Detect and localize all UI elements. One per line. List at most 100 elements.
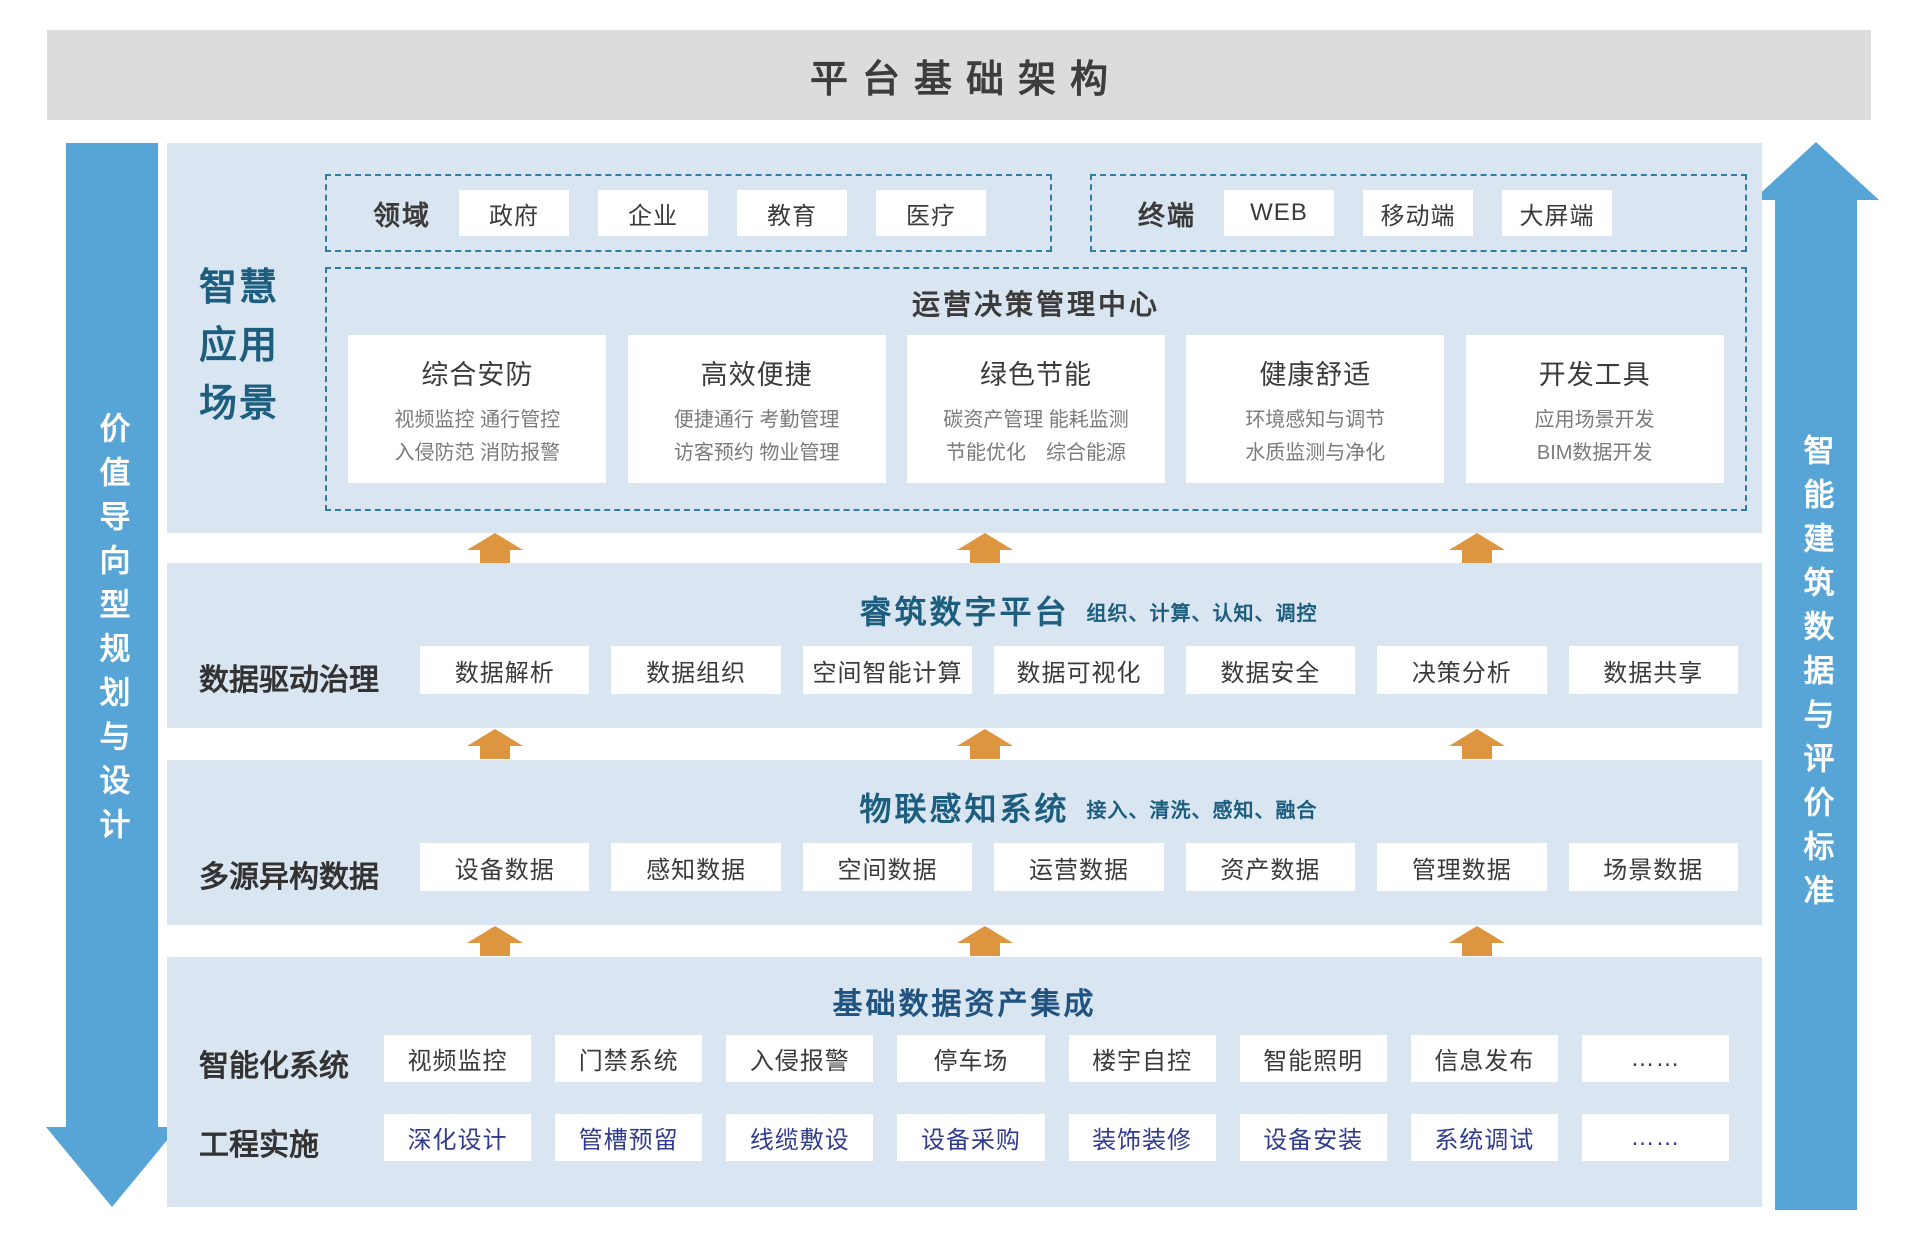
operation-decision-center-box: 运营决策管理中心 综合安防 视频监控 通行管控 入侵防范 消防报警 高效便捷 xyxy=(325,267,1747,511)
down-arrow-shaft xyxy=(66,143,158,1127)
scenario-card-list: 综合安防 视频监控 通行管控 入侵防范 消防报警 高效便捷 便捷通行 考勤管理 … xyxy=(327,335,1745,483)
scenario-card-lines: 应用场景开发 BIM数据开发 xyxy=(1466,404,1724,470)
scenario-card-line: 环境感知与调节 xyxy=(1245,409,1386,431)
scenario-card-title: 综合安防 xyxy=(421,360,534,390)
layer-multisource-data: 多源异构数据 物联感知系统 接入、清洗、感知、融合 设备数据感知数据空间数据运营… xyxy=(167,760,1762,925)
engineering-item: 设备采购 xyxy=(897,1114,1045,1161)
terminal-chip: 大屏端 xyxy=(1502,190,1612,236)
page-title: 平台基础架构 xyxy=(809,58,1122,101)
governance-item: 数据安全 xyxy=(1185,646,1356,694)
scenario-card: 高效便捷 便捷通行 考勤管理 访客预约 物业管理 xyxy=(627,335,886,483)
scenario-card-line: 便捷通行 考勤管理 xyxy=(673,409,840,431)
scenario-card-line: 访客预约 物业管理 xyxy=(673,442,840,464)
data-item: 感知数据 xyxy=(611,843,781,891)
domain-chip: 政府 xyxy=(459,190,569,236)
data-item: 空间数据 xyxy=(802,843,973,891)
terminal-group-label: 终端 xyxy=(1138,200,1196,231)
data-item: 管理数据 xyxy=(1377,843,1547,891)
building-data-standards-arrow: 智能建筑数据与评价标准 xyxy=(1753,142,1879,1210)
intelligent-system-item: 入侵报警 xyxy=(726,1035,874,1082)
right-arrow-label: 智能建筑数据与评价标准 xyxy=(1798,434,1834,918)
engineering-item: 线缆敷设 xyxy=(726,1114,874,1161)
scenario-card-title: 健康舒适 xyxy=(1259,360,1372,390)
scenario-card-lines: 视频监控 通行管控 入侵防范 消防报警 xyxy=(348,404,606,470)
scenario-card: 绿色节能 碳资产管理 能耗监测 节能优化 综合能源 xyxy=(906,335,1165,483)
up-arrow-shaft xyxy=(1775,200,1857,1210)
engineering-item: 系统调试 xyxy=(1410,1114,1558,1161)
intelligent-system-item: 信息发布 xyxy=(1410,1035,1558,1082)
layer1-side-label: 智慧 应用 场景 xyxy=(199,267,280,425)
engineering-implementation-list: 深化设计管槽预留线缆敷设设备采购装饰装修设备安装系统调试 …… xyxy=(384,1114,1729,1161)
up-arrow-head-icon xyxy=(1753,142,1879,200)
governance-item: 数据共享 xyxy=(1568,646,1738,694)
domain-group-row: 领域 政府企业教育医疗 xyxy=(327,176,1050,250)
terminal-chip: WEB xyxy=(1224,190,1334,236)
scenario-card-line: BIM数据开发 xyxy=(1536,442,1653,464)
layer3-side-label: 多源异构数据 xyxy=(199,861,379,894)
engineering-item: 管槽预留 xyxy=(555,1114,703,1161)
intelligent-system-item: 停车场 xyxy=(897,1035,1045,1082)
scenario-card-lines: 环境感知与调节 水质监测与净化 xyxy=(1186,404,1444,470)
governance-item: 决策分析 xyxy=(1377,646,1547,694)
scenario-card-line: 水质监测与净化 xyxy=(1245,442,1386,464)
layer-basic-data-integration: 基础数据资产集成 智能化系统 视频监控门禁系统入侵报警停车场楼宇自控智能照明信息… xyxy=(167,957,1762,1207)
scenario-card-line: 视频监控 通行管控 xyxy=(394,409,561,431)
domain-group-box: 领域 政府企业教育医疗 xyxy=(325,174,1052,252)
governance-item: 数据解析 xyxy=(420,646,590,694)
data-item: 资产数据 xyxy=(1185,843,1356,891)
flow-up-arrow-icon xyxy=(1449,729,1505,759)
scenario-card: 健康舒适 环境感知与调节 水质监测与净化 xyxy=(1186,335,1445,483)
layer-smart-application-scenarios: 智慧 应用 场景 领域 政府企业教育医疗 终端 WEB 移动端大屏端 运营决策管理… xyxy=(167,143,1762,533)
governance-item: 数据组织 xyxy=(611,646,781,694)
governance-item: 空间智能计算 xyxy=(802,646,973,694)
scenario-card: 综合安防 视频监控 通行管控 入侵防范 消防报警 xyxy=(348,335,607,483)
layer-data-driven-governance: 数据驱动治理 睿筑数字平台 组织、计算、认知、调控 数据解析数据组织空间智能计算… xyxy=(167,563,1762,728)
intelligent-system-item: 楼宇自控 xyxy=(1068,1035,1216,1082)
engineering-item: …… xyxy=(1581,1114,1729,1161)
terminal-chip: 移动端 xyxy=(1363,190,1473,236)
intelligent-system-item: …… xyxy=(1581,1035,1729,1082)
engineering-item: 设备安装 xyxy=(1239,1114,1387,1161)
flow-up-arrow-icon xyxy=(957,729,1013,759)
layer2-side-label: 数据驱动治理 xyxy=(199,664,379,697)
intelligent-system-item: 门禁系统 xyxy=(555,1035,703,1082)
domain-chip: 教育 xyxy=(737,190,847,236)
domain-chip: 医疗 xyxy=(876,190,986,236)
scenario-card-title: 高效便捷 xyxy=(700,360,813,390)
value-oriented-design-arrow: 价值导向型规划与设计 xyxy=(46,143,178,1207)
intelligent-system-item: 智能照明 xyxy=(1239,1035,1387,1082)
engineering-item: 装饰装修 xyxy=(1068,1114,1216,1161)
domain-chip-list: 政府企业教育医疗 xyxy=(459,190,986,236)
data-item: 设备数据 xyxy=(420,843,590,891)
data-integration-title: 基础数据资产集成 xyxy=(832,988,1097,1021)
data-item: 运营数据 xyxy=(994,843,1164,891)
terminal-chip-list: WEB 移动端大屏端 xyxy=(1224,190,1612,236)
data-item-list: 设备数据感知数据空间数据运营数据资产数据管理数据场景数据 xyxy=(420,843,1738,891)
scenario-card-line: 应用场景开发 xyxy=(1534,409,1655,431)
scenario-card-title: 开发工具 xyxy=(1538,360,1651,390)
scenario-card-line: 碳资产管理 能耗监测 xyxy=(943,409,1129,431)
down-arrow-head-icon xyxy=(46,1127,178,1207)
flow-up-arrow-icon xyxy=(1449,926,1505,956)
engineering-implementation-label: 工程实施 xyxy=(199,1129,319,1162)
left-arrow-label: 价值导向型规划与设计 xyxy=(94,412,130,853)
terminal-group-box: 终端 WEB 移动端大屏端 xyxy=(1090,174,1747,252)
scenario-card-line: 节能优化 综合能源 xyxy=(945,442,1126,464)
domain-chip: 企业 xyxy=(598,190,708,236)
data-item: 场景数据 xyxy=(1568,843,1738,891)
scenario-card: 开发工具 应用场景开发 BIM数据开发 xyxy=(1465,335,1724,483)
governance-item-list: 数据解析数据组织空间智能计算数据可视化数据安全决策分析数据共享 xyxy=(420,646,1738,694)
scenario-card-lines: 便捷通行 考勤管理 访客预约 物业管理 xyxy=(628,404,886,470)
intelligent-systems-list: 视频监控门禁系统入侵报警停车场楼宇自控智能照明信息发布…… xyxy=(384,1035,1729,1082)
digital-platform-title: 睿筑数字平台 xyxy=(859,594,1070,630)
flow-up-arrow-icon xyxy=(467,729,523,759)
engineering-item: 深化设计 xyxy=(384,1114,532,1161)
page-title-banner: 平台基础架构 xyxy=(47,30,1871,120)
iot-system-title: 物联感知系统 xyxy=(859,791,1070,827)
flow-up-arrow-icon xyxy=(467,533,523,563)
operation-decision-center-title: 运营决策管理中心 xyxy=(911,289,1160,320)
flow-up-arrow-icon xyxy=(957,926,1013,956)
scenario-card-lines: 碳资产管理 能耗监测 节能优化 综合能源 xyxy=(907,404,1165,470)
scenario-card-title: 绿色节能 xyxy=(979,360,1092,390)
